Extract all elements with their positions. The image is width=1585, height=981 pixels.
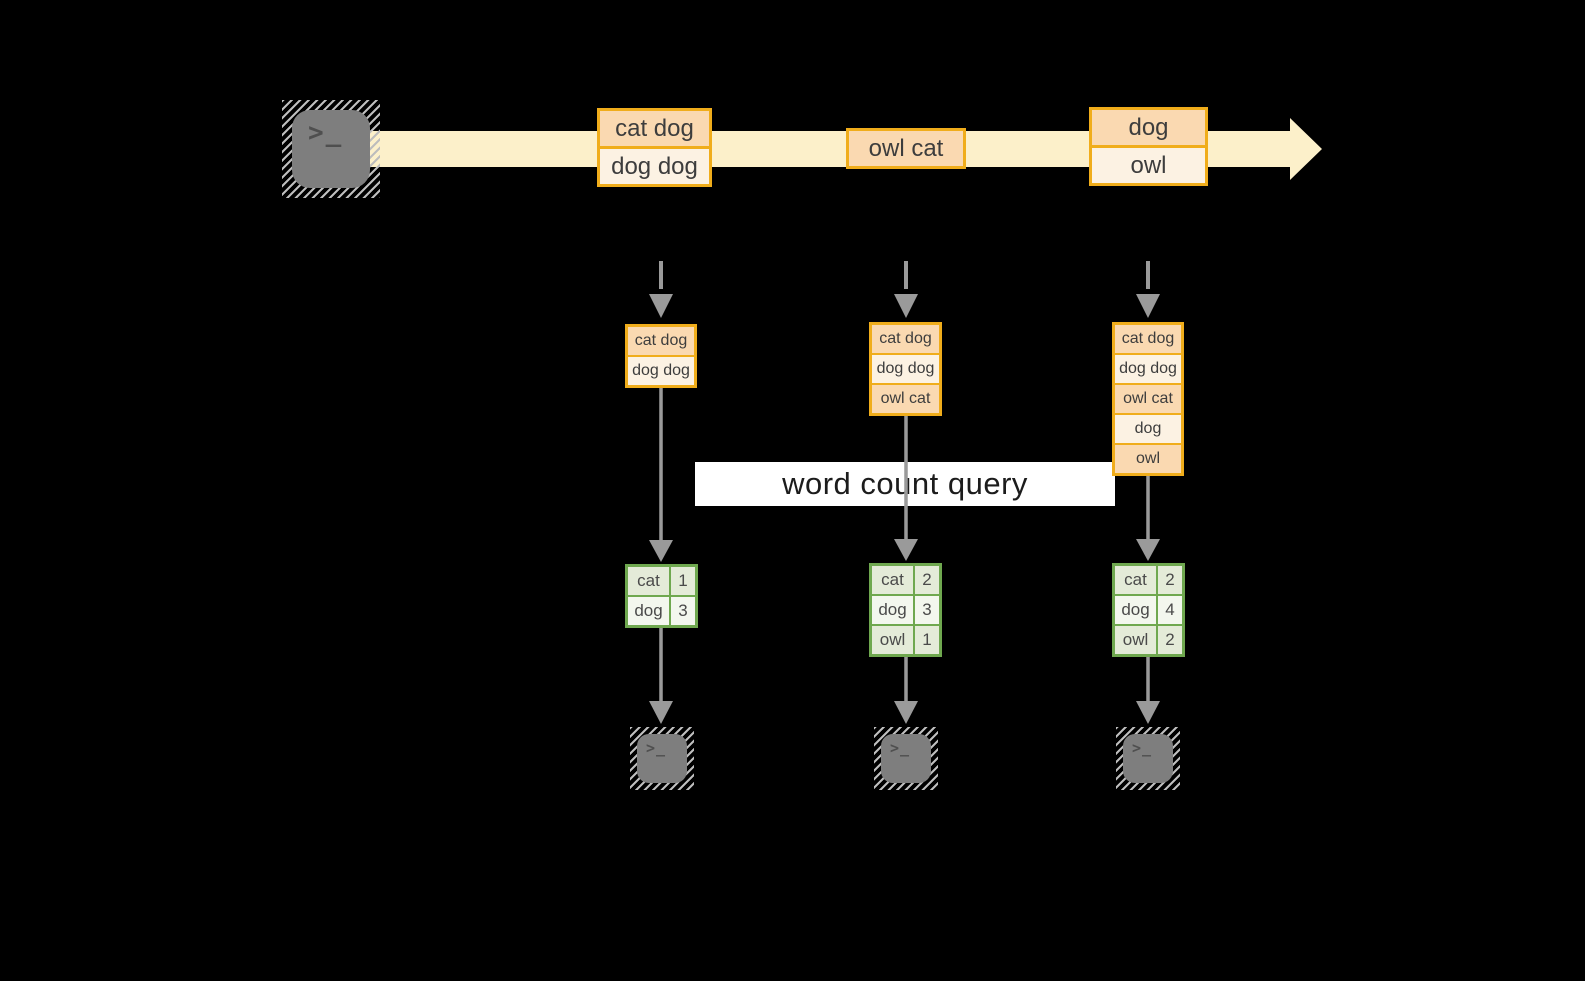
word-cell: dog <box>1115 596 1156 624</box>
count-cell: 2 <box>1158 626 1182 654</box>
dispatch-arrowhead-2 <box>894 294 918 318</box>
word-cell: dog <box>872 596 913 624</box>
window-record: owl <box>1115 443 1181 473</box>
count-cell: 4 <box>1158 596 1182 624</box>
count-cell: 1 <box>671 567 695 595</box>
window-record: owl cat <box>872 383 939 413</box>
window-record: dog dog <box>628 355 694 385</box>
stream-record: dog <box>1092 110 1205 145</box>
window-record: dog <box>1115 413 1181 443</box>
count-cell: 2 <box>1158 566 1182 594</box>
terminal-output-icon-3: >_ <box>1116 727 1180 790</box>
query-arrows <box>649 386 1160 562</box>
stream-batch-2: owl cat <box>846 128 966 169</box>
window-record: dog dog <box>1115 353 1181 383</box>
terminal-screen: >_ <box>1123 734 1173 783</box>
word-count-table-3: cat 2 dog 4 owl 2 <box>1112 563 1185 657</box>
word-cell: dog <box>628 597 669 625</box>
window-record: cat dog <box>872 325 939 353</box>
terminal-prompt-icon: >_ <box>646 739 667 757</box>
stream-batch-1: cat dog dog dog <box>597 108 712 187</box>
window-record: cat dog <box>628 327 694 355</box>
word-cell: cat <box>1115 566 1156 594</box>
stream-record: dog dog <box>600 146 709 184</box>
terminal-output-icon-2: >_ <box>874 727 938 790</box>
query-arrowhead-3 <box>1136 539 1160 561</box>
word-count-table-1: cat 1 dog 3 <box>625 564 698 628</box>
terminal-screen: >_ <box>292 110 370 188</box>
word-cell: owl <box>872 626 913 654</box>
window-record: owl cat <box>1115 383 1181 413</box>
word-cell: cat <box>628 567 669 595</box>
stream-record: owl <box>1092 145 1205 183</box>
window-records-1: cat dog dog dog <box>625 324 697 388</box>
terminal-prompt-icon: >_ <box>1132 739 1153 757</box>
window-records-2: cat dog dog dog owl cat <box>869 322 942 416</box>
dispatch-arrows <box>649 261 1160 318</box>
stream-arrowhead <box>1290 118 1322 180</box>
query-arrowhead-1 <box>649 540 673 562</box>
word-cell: owl <box>1115 626 1156 654</box>
terminal-screen: >_ <box>637 734 687 783</box>
count-cell: 3 <box>671 597 695 625</box>
dispatch-arrowhead-1 <box>649 294 673 318</box>
terminal-prompt-icon: >_ <box>308 118 344 148</box>
stream-batch-3: dog owl <box>1089 107 1208 186</box>
terminal-output-icon-1: >_ <box>630 727 694 790</box>
count-cell: 1 <box>915 626 939 654</box>
query-arrowhead-2 <box>894 539 918 561</box>
stream-record: cat dog <box>600 111 709 146</box>
stream-record: owl cat <box>849 131 963 166</box>
output-arrowhead-2 <box>894 701 918 724</box>
output-arrows <box>649 626 1160 724</box>
window-record: dog dog <box>872 353 939 383</box>
window-records-3: cat dog dog dog owl cat dog owl <box>1112 322 1184 476</box>
output-arrowhead-3 <box>1136 701 1160 724</box>
count-cell: 2 <box>915 566 939 594</box>
dispatch-arrowhead-3 <box>1136 294 1160 318</box>
count-cell: 3 <box>915 596 939 624</box>
terminal-screen: >_ <box>881 734 931 783</box>
output-arrowhead-1 <box>649 701 673 724</box>
window-record: cat dog <box>1115 325 1181 353</box>
terminal-prompt-icon: >_ <box>890 739 911 757</box>
word-cell: cat <box>872 566 913 594</box>
terminal-source-icon: >_ <box>282 100 380 198</box>
word-count-table-2: cat 2 dog 3 owl 1 <box>869 563 942 657</box>
